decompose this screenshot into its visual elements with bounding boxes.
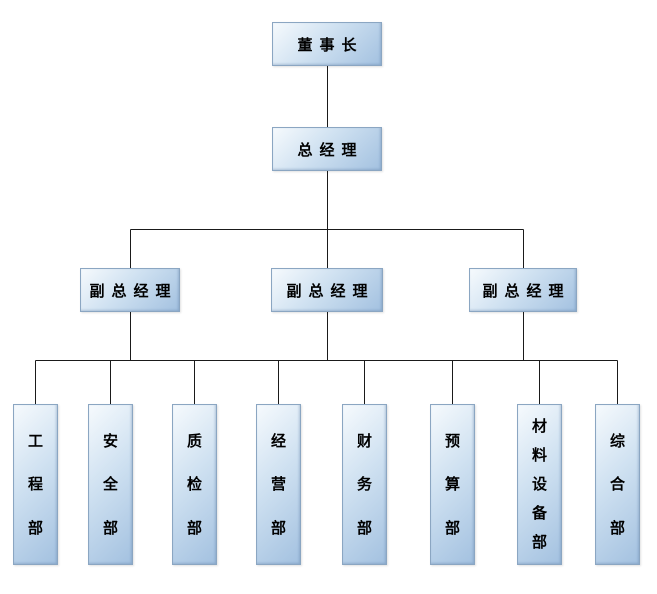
node-dept-quality-label: 质检部: [186, 431, 202, 537]
node-dept-general-affairs: 综合部: [595, 404, 640, 565]
node-deputy-manager-1: 副总经理: [80, 268, 180, 312]
node-dept-operations-label: 经营部: [270, 431, 286, 537]
node-general-manager-label: 总经理: [297, 140, 364, 159]
node-dept-budget: 预算部: [430, 404, 475, 565]
node-dept-safety-label: 安全部: [102, 431, 118, 537]
node-deputy-manager-3: 副总经理: [469, 268, 577, 312]
node-dept-engineering-label: 工程部: [27, 431, 43, 537]
node-dept-materials-equipment: 材料设备部: [517, 404, 562, 565]
node-general-manager: 总经理: [272, 127, 382, 171]
node-chairman: 董事长: [272, 22, 382, 66]
node-dept-safety: 安全部: [88, 404, 133, 565]
node-deputy-manager-3-label: 副总经理: [482, 281, 571, 300]
node-dept-general-affairs-label: 综合部: [609, 431, 625, 537]
node-deputy-manager-1-label: 副总经理: [89, 281, 178, 300]
node-dept-finance-label: 财务部: [356, 431, 372, 537]
node-dept-budget-label: 预算部: [444, 431, 460, 537]
node-deputy-manager-2: 副总经理: [271, 268, 383, 312]
node-dept-finance: 财务部: [342, 404, 387, 565]
node-dept-operations: 经营部: [256, 404, 301, 565]
node-dept-materials-equipment-label: 材料设备部: [531, 417, 547, 551]
node-deputy-manager-2-label: 副总经理: [286, 281, 375, 300]
node-chairman-label: 董事长: [297, 35, 364, 54]
node-dept-quality: 质检部: [172, 404, 217, 565]
node-dept-engineering: 工程部: [13, 404, 58, 565]
connector-path: [35, 66, 618, 404]
